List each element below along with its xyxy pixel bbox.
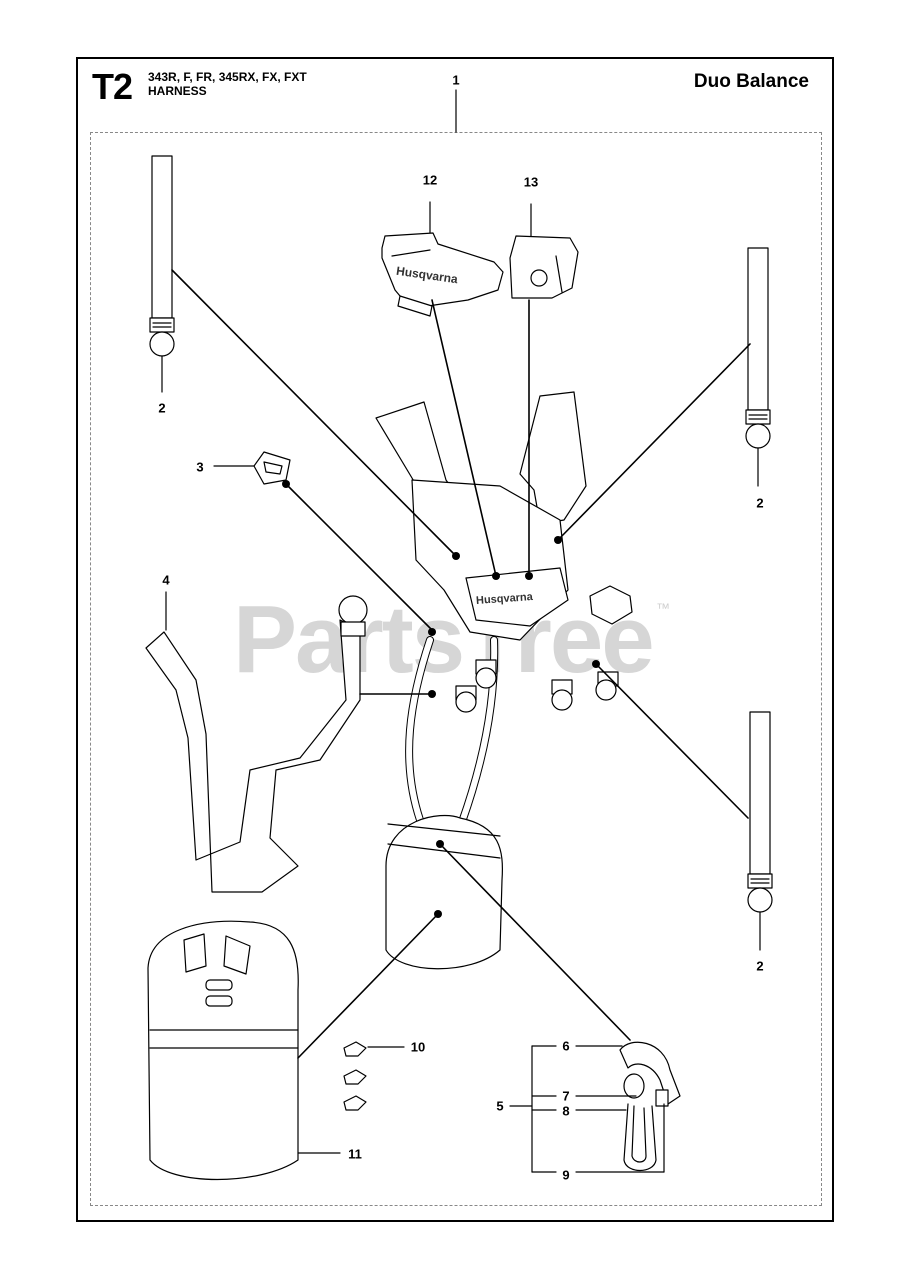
part-2-strap-left[interactable] bbox=[149, 155, 175, 393]
part-3-buckle[interactable] bbox=[213, 451, 291, 485]
leader-dots bbox=[282, 480, 600, 918]
callout-4[interactable]: 4 bbox=[162, 572, 170, 588]
model-list: 343R, F, FR, 345RX, FX, FXT bbox=[148, 70, 307, 84]
leader-lines bbox=[171, 269, 751, 1059]
callout-6[interactable]: 6 bbox=[562, 1038, 570, 1054]
page-code: T2 bbox=[92, 66, 133, 107]
diagram-subtitle: HARNESS bbox=[148, 84, 207, 98]
watermark-trademark: ™ bbox=[656, 600, 670, 616]
callout-2-right-upper[interactable]: 2 bbox=[756, 495, 764, 511]
part-5-hook-assembly[interactable] bbox=[509, 1041, 681, 1173]
part-11-bag-center[interactable] bbox=[385, 814, 503, 970]
part-13-cover[interactable] bbox=[509, 203, 579, 299]
callout-2-left[interactable]: 2 bbox=[158, 400, 166, 416]
callout-13[interactable]: 13 bbox=[523, 174, 539, 190]
part-11-bag[interactable] bbox=[147, 920, 341, 1180]
part-2-strap-right-upper[interactable] bbox=[745, 247, 771, 487]
callout-11[interactable]: 11 bbox=[348, 1146, 362, 1162]
watermark: PartsTree bbox=[233, 586, 655, 693]
callout-3[interactable]: 3 bbox=[196, 459, 204, 475]
part-10-screws[interactable] bbox=[343, 1041, 405, 1111]
section-title: Duo Balance bbox=[693, 71, 809, 92]
callout-5[interactable]: 5 bbox=[496, 1098, 504, 1114]
page-frame bbox=[76, 57, 834, 1222]
callout-7[interactable]: 7 bbox=[562, 1088, 570, 1104]
callout-10[interactable]: 10 bbox=[410, 1039, 426, 1055]
callout-8[interactable]: 8 bbox=[562, 1103, 570, 1119]
callout-1[interactable]: 1 bbox=[452, 72, 460, 88]
callout-9[interactable]: 9 bbox=[562, 1167, 570, 1183]
part-2-strap-right-lower[interactable] bbox=[747, 711, 773, 951]
part-1-harness[interactable] bbox=[375, 391, 633, 826]
part-4-hip-pad[interactable] bbox=[145, 591, 368, 893]
callout-2-right-lower[interactable]: 2 bbox=[756, 958, 764, 974]
callout-12[interactable]: 12 bbox=[422, 172, 438, 188]
part-12-cover[interactable] bbox=[381, 201, 504, 317]
